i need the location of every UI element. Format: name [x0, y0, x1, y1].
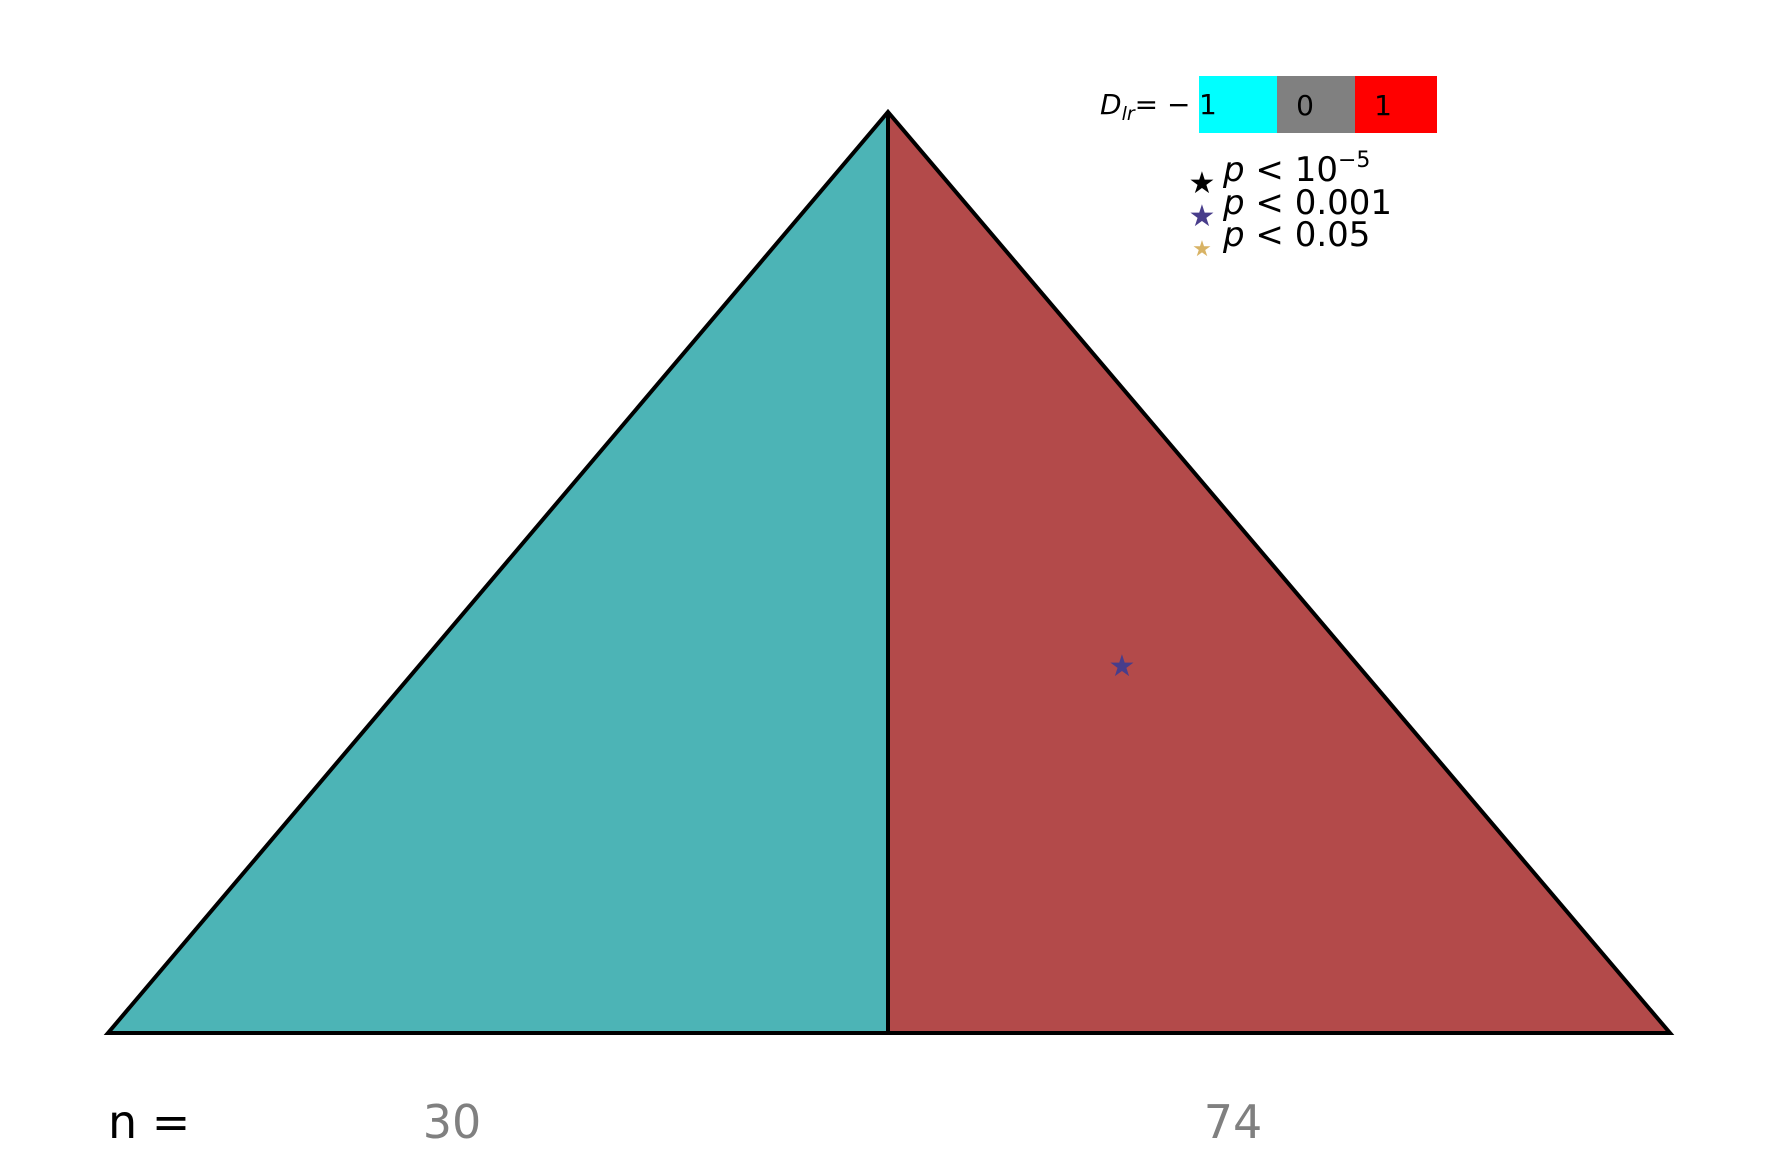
n-label: n = — [108, 1095, 190, 1149]
colorbar-swatch-zero — [1277, 76, 1355, 133]
legend-label-1e-5: p < 10−5 — [1222, 148, 1370, 190]
colorbar: Dlr= − 1 0 1 — [1100, 76, 1437, 133]
legend-star-icon: ★ — [1189, 166, 1216, 201]
n-value-right: 74 — [1204, 1095, 1263, 1149]
legend-star-icon: ★ — [1189, 199, 1216, 234]
colorbar-label: Dlr= − — [1100, 88, 1190, 125]
significance-legend: ★ p < 10−5 ★ p < 0.001 ★ p < 0.05 — [1189, 148, 1393, 262]
colorbar-tick-pos: 1 — [1374, 89, 1392, 122]
n-value-left: 30 — [423, 1095, 482, 1149]
significance-star-icon: ★ — [1109, 649, 1136, 684]
colorbar-tick-zero: 0 — [1296, 89, 1314, 122]
legend-label-0.05: p < 0.05 — [1222, 215, 1370, 255]
colorbar-tick-neg: 1 — [1199, 88, 1217, 121]
colorbar-swatch-pos — [1355, 76, 1437, 133]
legend-star-icon: ★ — [1192, 237, 1212, 262]
colorbar-swatch-neg — [1199, 76, 1277, 133]
legend-label-0.001: p < 0.001 — [1222, 183, 1392, 223]
